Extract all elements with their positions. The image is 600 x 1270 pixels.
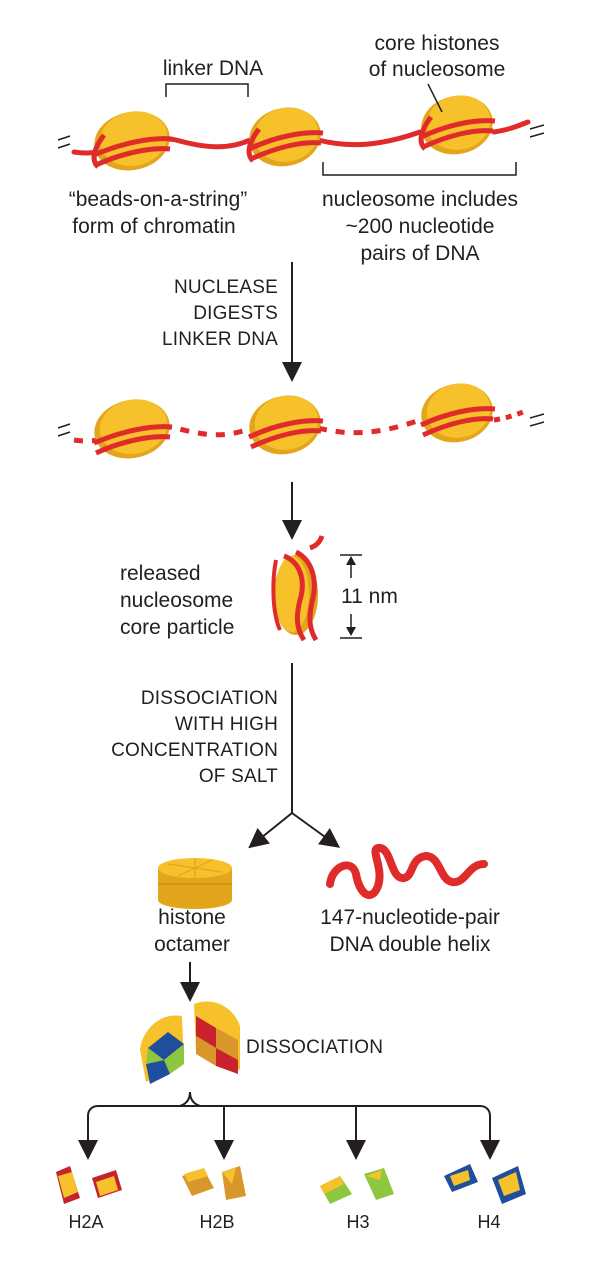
- digested-nucleosome-2: [247, 395, 324, 455]
- digested-linker-2: [317, 417, 421, 436]
- nucleosome-2: [246, 107, 324, 167]
- split-octamer: [140, 1001, 240, 1084]
- histone-octamer: [158, 858, 232, 909]
- released-core-particle: [271, 535, 325, 642]
- released-label-line-3: core particle: [120, 616, 234, 639]
- histone-branch-connector: [78, 1091, 500, 1160]
- nucleosome-3: [418, 95, 496, 155]
- branch-bar: [87, 1105, 491, 1145]
- histone-pair-h2b: [182, 1166, 246, 1200]
- core-histones-label-line-2: of nucleosome: [369, 58, 506, 81]
- octamer-label-line-2: octamer: [154, 933, 230, 956]
- size-label: 11 nm: [341, 585, 398, 608]
- linker-dna-strand-3: [491, 119, 531, 135]
- digested-nucleosome-1: [93, 399, 173, 459]
- beads-caption-line-1: “beads-on-a-string”: [69, 188, 248, 211]
- octamer-half-left: [140, 1015, 184, 1084]
- digested-end-mark-right: [529, 413, 545, 427]
- size-dimension-marker: [340, 554, 362, 639]
- octamer-label-line-1: histone: [158, 906, 226, 929]
- histone-pair-h3: [320, 1168, 394, 1204]
- dissociation-label: DISSOCIATION: [246, 1037, 383, 1058]
- nuclease-step-line-2: DIGESTS: [193, 303, 278, 324]
- core-histones-pointer: [427, 83, 443, 113]
- salt-step-line-4: OF SALT: [199, 766, 278, 787]
- helix-label-line-1: 147-nucleotide-pair: [320, 906, 500, 929]
- branch-arrow-left: [248, 812, 293, 849]
- nuclease-step-line-1: NUCLEASE: [174, 277, 278, 298]
- nucleosome-1: [91, 111, 173, 171]
- histone-pair-h4: [444, 1164, 526, 1204]
- nucleosome-caption-line-1: nucleosome includes: [322, 188, 518, 211]
- salt-step-line-1: DISSOCIATION: [141, 688, 278, 709]
- core-histones-label-line-1: core histones: [375, 32, 500, 55]
- label-h2a: H2A: [68, 1212, 103, 1232]
- nucleosome-caption-line-2: ~200 nucleotide: [346, 215, 495, 238]
- released-label-line-2: nucleosome: [120, 589, 233, 612]
- nucleosome-caption-line-3: pairs of DNA: [360, 242, 479, 265]
- nuclease-step-line-3: LINKER DNA: [162, 329, 278, 350]
- strand-end-mark-left: [57, 135, 71, 149]
- strand-end-mark-right: [529, 124, 545, 138]
- branch-arrow-right: [291, 812, 341, 848]
- linker-dna-label: linker DNA: [163, 57, 263, 80]
- digested-chromatin: [57, 383, 545, 459]
- salt-step-line-2: WITH HIGH: [175, 714, 278, 735]
- digested-end-mark-left: [57, 423, 71, 437]
- linker-dna-strand-2: [315, 129, 423, 148]
- linker-dna-bracket: [165, 83, 249, 97]
- dna-double-helix: [326, 844, 488, 899]
- octamer-half-right: [194, 1001, 240, 1074]
- salt-step-line-3: CONCENTRATION: [111, 740, 278, 761]
- histone-pair-h2a: [56, 1166, 122, 1204]
- helix-label-line-2: DNA double helix: [329, 933, 491, 956]
- label-h2b: H2B: [199, 1212, 234, 1232]
- beads-on-string-chromatin: [57, 95, 545, 171]
- digested-linker-3: [493, 407, 529, 423]
- beads-caption-line-2: form of chromatin: [72, 215, 235, 238]
- label-h4: H4: [477, 1212, 500, 1232]
- released-label-line-1: released: [120, 562, 201, 585]
- label-h3: H3: [346, 1212, 369, 1232]
- digested-nucleosome-3: [419, 383, 496, 443]
- nucleosome-bracket: [322, 162, 517, 176]
